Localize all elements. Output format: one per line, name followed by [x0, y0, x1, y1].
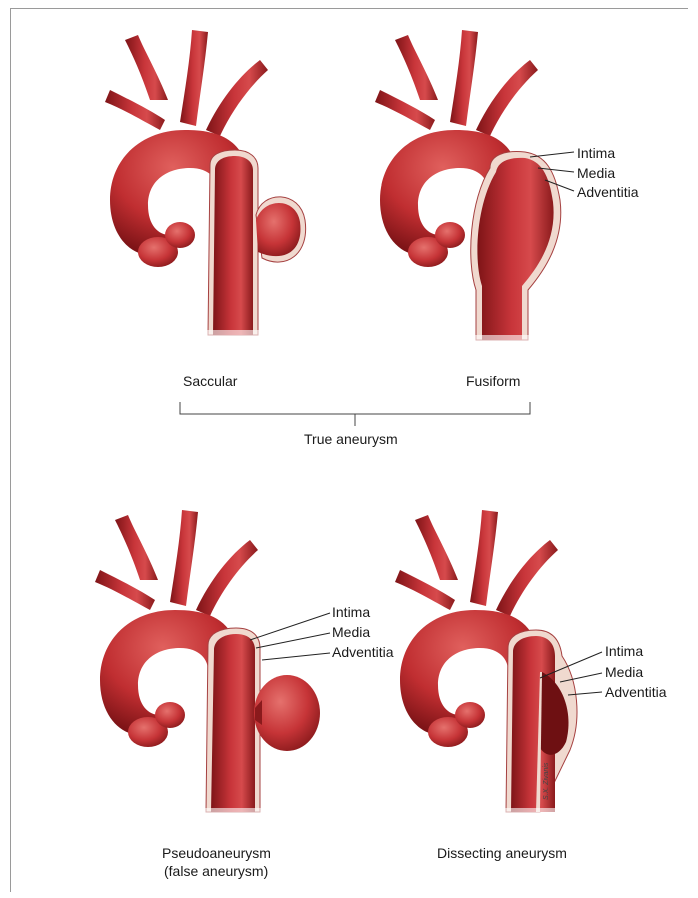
pseudoaneurysm-caption-line1: Pseudoaneurysm: [162, 845, 271, 861]
pseudo-adventitia-label: Adventitia: [332, 644, 394, 660]
fusiform-intima-label: Intima: [577, 145, 615, 161]
dissecting-caption: Dissecting aneurysm: [437, 845, 567, 861]
saccular-caption: Saccular: [183, 373, 238, 389]
fusiform-illustration: [375, 30, 561, 350]
pseudoaneurysm-caption-line2: (false aneurysm): [164, 863, 268, 879]
dissecting-intima-label: Intima: [605, 643, 643, 659]
fusiform-media-label: Media: [577, 165, 615, 181]
dissecting-adventitia-label: Adventitia: [605, 684, 667, 700]
saccular-illustration: [105, 30, 306, 348]
pseudoaneurysm-layer-leaders: [250, 613, 330, 660]
pseudo-intima-label: Intima: [332, 604, 370, 620]
artist-signature: S.X. Zivanis: [543, 762, 550, 800]
fusiform-caption: Fusiform: [466, 373, 520, 389]
true-aneurysm-caption: True aneurysm: [304, 431, 398, 447]
pseudo-media-label: Media: [332, 624, 370, 640]
dissecting-media-label: Media: [605, 664, 643, 680]
dissecting-illustration: S.X. Zivanis: [395, 510, 577, 823]
pseudoaneurysm-illustration: [95, 510, 320, 823]
fusiform-adventitia-label: Adventitia: [577, 184, 639, 200]
true-aneurysm-bracket: [180, 402, 530, 426]
